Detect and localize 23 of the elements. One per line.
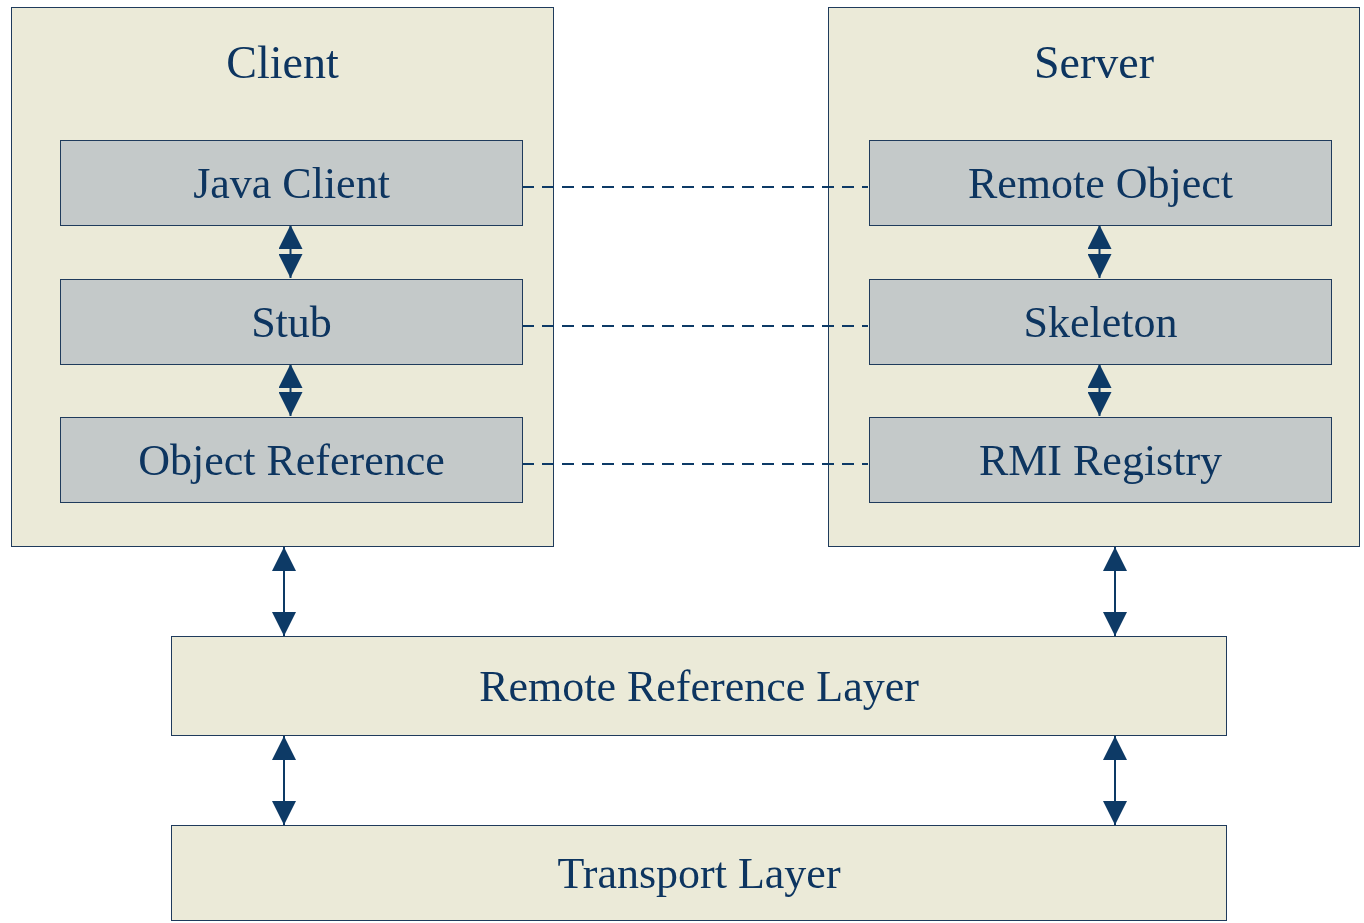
group-title: Server — [1033, 40, 1155, 86]
arrow — [1087, 363, 1112, 417]
arrow — [278, 363, 303, 417]
layer-box: Remote Reference Layer — [171, 636, 1227, 736]
arrow — [1087, 224, 1112, 279]
layer-box: Transport Layer — [171, 825, 1227, 921]
component-box: Skeleton — [869, 279, 1332, 365]
component-box: Object Reference — [60, 417, 523, 503]
component-box: Remote Object — [869, 140, 1332, 226]
arrow — [278, 224, 303, 279]
component-box: Java Client — [60, 140, 523, 226]
connector-line — [521, 463, 869, 465]
component-box: RMI Registry — [869, 417, 1332, 503]
connector-line — [521, 325, 869, 327]
group-panel — [11, 7, 554, 547]
arrow — [1103, 546, 1127, 637]
group-title: Client — [226, 40, 339, 86]
arrow — [1103, 735, 1127, 826]
component-box: Stub — [60, 279, 523, 365]
arrow — [272, 735, 296, 826]
connector-line — [521, 186, 869, 188]
group-panel — [828, 7, 1360, 547]
arrow — [272, 546, 296, 637]
